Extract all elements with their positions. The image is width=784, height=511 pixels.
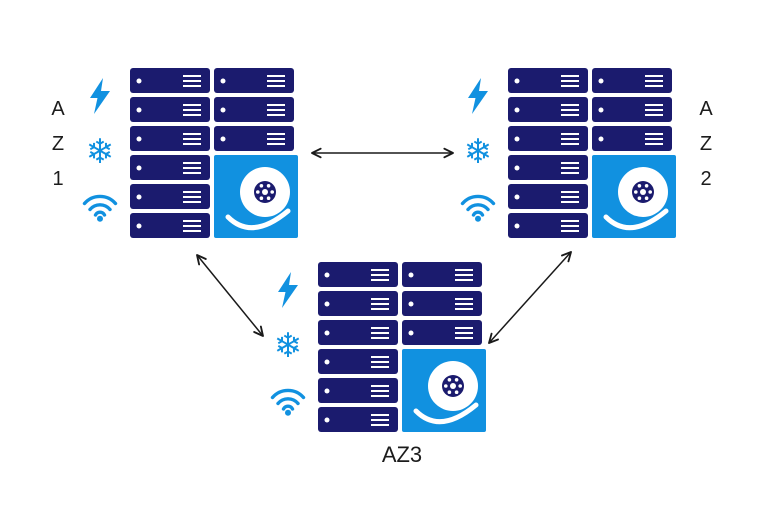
snowflake-icon: ❄	[273, 327, 303, 365]
server-vent-lines	[267, 132, 285, 145]
server-vent-lines	[645, 132, 663, 145]
server-vent-lines	[183, 103, 201, 116]
disk-icon	[402, 349, 486, 432]
zone-az1: A Z 1 ❄	[46, 68, 298, 238]
server-unit	[402, 320, 482, 345]
server-vent-lines	[371, 355, 389, 368]
zone-az2-icons: ❄	[456, 68, 500, 238]
server-vent-lines	[561, 132, 579, 145]
server-vent-lines	[561, 190, 579, 203]
server-unit	[214, 68, 294, 93]
server-rack	[130, 68, 298, 238]
zone-az2-label: A Z 2	[694, 68, 718, 238]
server-vent-lines	[371, 326, 389, 339]
server-vent-lines	[183, 132, 201, 145]
server-unit	[508, 97, 588, 122]
server-vent-lines	[371, 413, 389, 426]
server-unit	[214, 126, 294, 151]
zone-label-char: A	[699, 97, 713, 120]
zone-az3: ❄	[258, 262, 486, 468]
lightning-bolt-icon	[90, 78, 110, 114]
server-unit	[130, 126, 210, 151]
zone-label-char: 2	[700, 167, 712, 190]
zone-az1-label: A Z 1	[46, 68, 70, 238]
server-unit	[508, 155, 588, 180]
zone-az3-icons: ❄	[266, 262, 310, 432]
server-unit	[130, 213, 210, 238]
server-vent-lines	[371, 297, 389, 310]
server-vent-lines	[645, 103, 663, 116]
server-vent-lines	[455, 268, 473, 281]
zone-label-char: Z	[699, 132, 713, 155]
server-vent-lines	[561, 74, 579, 87]
server-unit	[318, 349, 398, 374]
server-unit	[130, 184, 210, 209]
server-unit	[130, 68, 210, 93]
zone-label-char: A	[51, 97, 65, 120]
server-unit	[402, 262, 482, 287]
server-unit	[318, 291, 398, 316]
server-vent-lines	[561, 103, 579, 116]
server-unit	[402, 291, 482, 316]
server-rack	[318, 262, 486, 432]
server-unit	[318, 262, 398, 287]
server-vent-lines	[455, 326, 473, 339]
zone-label-char: Z	[51, 132, 65, 155]
lightning-bolt-icon	[278, 272, 298, 308]
wifi-icon	[460, 194, 496, 222]
server-unit	[592, 68, 672, 93]
wifi-icon	[270, 388, 306, 416]
server-unit	[508, 126, 588, 151]
server-vent-lines	[267, 74, 285, 87]
server-unit	[318, 320, 398, 345]
server-vent-lines	[645, 74, 663, 87]
server-vent-lines	[183, 161, 201, 174]
disk-icon	[214, 155, 298, 238]
server-unit	[592, 97, 672, 122]
server-unit	[318, 407, 398, 432]
zone-az1-icons: ❄	[78, 68, 122, 238]
zone-label-char: 1	[52, 167, 64, 190]
server-unit	[508, 184, 588, 209]
server-rack	[508, 68, 676, 238]
server-unit	[214, 97, 294, 122]
zone-az2: ❄	[448, 68, 718, 238]
server-vent-lines	[561, 219, 579, 232]
snowflake-icon: ❄	[85, 133, 115, 171]
arrow-az1-az3	[196, 254, 264, 337]
server-vent-lines	[183, 74, 201, 87]
zone-az3-label: AZ3	[381, 442, 423, 467]
server-vent-lines	[371, 384, 389, 397]
server-unit	[508, 68, 588, 93]
server-vent-lines	[371, 268, 389, 281]
arrow-az3-az2	[488, 251, 572, 344]
server-unit	[318, 378, 398, 403]
lightning-bolt-icon	[468, 78, 488, 114]
server-unit	[130, 155, 210, 180]
snowflake-icon: ❄	[463, 133, 493, 171]
server-vent-lines	[455, 297, 473, 310]
server-unit	[508, 213, 588, 238]
server-vent-lines	[267, 103, 285, 116]
server-vent-lines	[183, 190, 201, 203]
server-vent-lines	[561, 161, 579, 174]
disk-icon	[592, 155, 676, 238]
server-vent-lines	[183, 219, 201, 232]
wifi-icon	[82, 194, 118, 222]
server-unit	[130, 97, 210, 122]
server-unit	[592, 126, 672, 151]
